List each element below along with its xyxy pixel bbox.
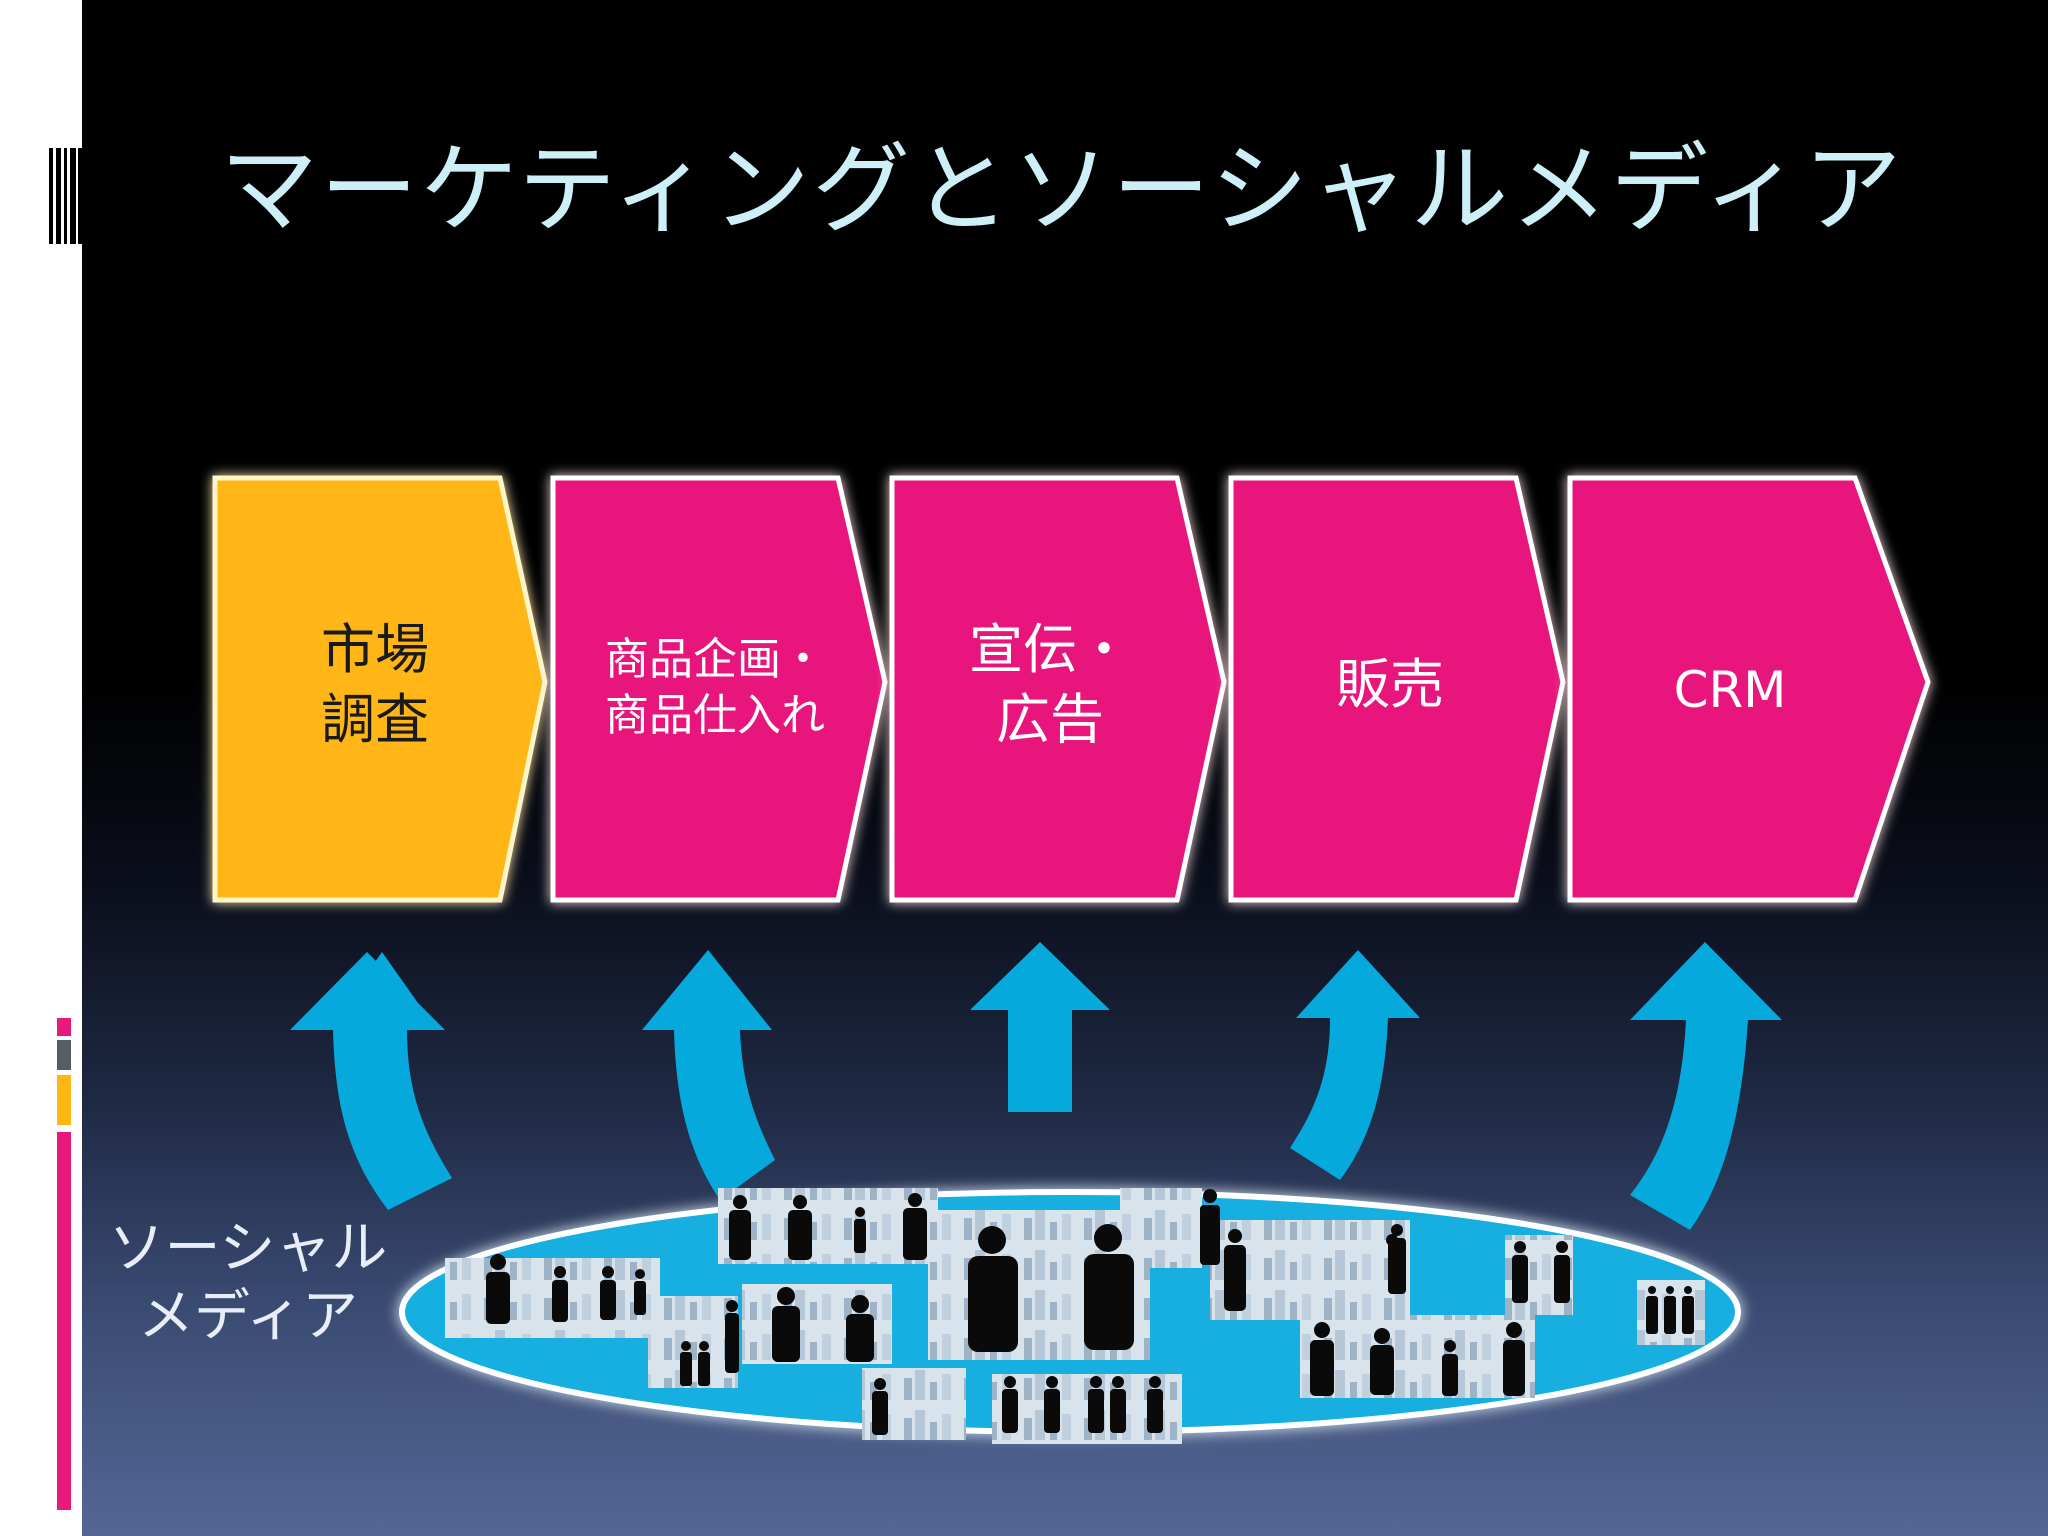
up-arrow-icon <box>1290 950 1420 1180</box>
step-advertising <box>889 475 1227 903</box>
left-decor-bar <box>0 0 82 1536</box>
step-market-research <box>212 475 548 903</box>
up-arrow-icon <box>290 952 452 1210</box>
social-media-label: ソーシャル メディア <box>108 1216 388 1349</box>
up-arrow-icon <box>642 950 775 1200</box>
decor-stripe <box>56 148 61 244</box>
step-crm <box>1567 475 1931 903</box>
decor-stripe <box>70 148 76 244</box>
social-media-platform <box>399 1188 1741 1444</box>
decor-stripe <box>49 148 53 244</box>
step-label-advertising: 宣伝・ 広告 <box>969 618 1131 751</box>
slide-title: マーケティングとソーシャルメディア <box>220 133 1904 247</box>
decor-stripe <box>64 148 67 244</box>
step-label-market-research: 市場 調査 <box>321 618 429 751</box>
decor-stripe <box>78 148 82 244</box>
step-product-planning <box>550 475 888 903</box>
step-label-sales: 販売 <box>1336 653 1444 716</box>
step-sales <box>1228 475 1566 903</box>
step-label-crm: CRM <box>1673 661 1787 719</box>
accent-block-gray <box>57 1040 71 1070</box>
accent-block-pink <box>57 1018 71 1036</box>
step-label-product-planning: 商品企画・ 商品仕入れ <box>605 634 825 741</box>
up-arrow-icon <box>1630 942 1782 1230</box>
business-people-photos <box>445 1188 1705 1444</box>
accent-block-gold <box>57 1075 71 1125</box>
up-arrow-icon <box>970 942 1110 1112</box>
accent-block-pink-long <box>57 1132 71 1510</box>
